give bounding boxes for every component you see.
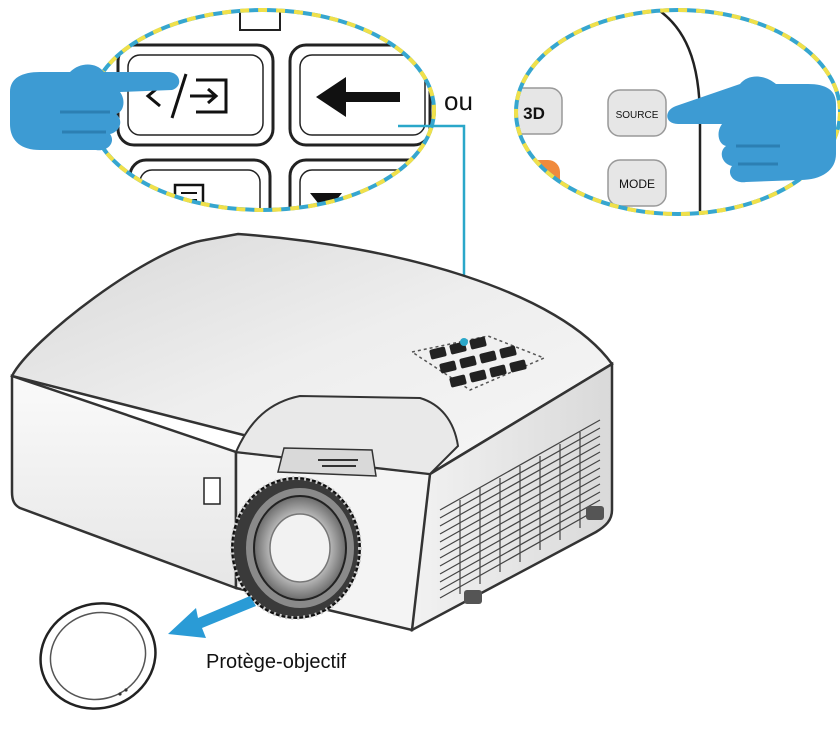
lens-cap-label: Protège-objectif bbox=[206, 651, 347, 673]
pull-direction-arrow-icon bbox=[168, 596, 256, 638]
pointing-hand-icon bbox=[10, 64, 180, 151]
lens-cap bbox=[39, 602, 157, 710]
projector-lens bbox=[230, 476, 362, 620]
3d-button-label: 3D bbox=[523, 104, 545, 123]
vent-grille bbox=[439, 419, 601, 599]
ir-sensor bbox=[203, 477, 221, 505]
3d-button: 3D bbox=[516, 87, 563, 135]
source-button-label: SOURCE bbox=[616, 110, 659, 121]
source-key bbox=[116, 43, 275, 147]
projector-keypad bbox=[410, 335, 546, 391]
pointing-hand-icon bbox=[667, 76, 836, 183]
enter-key bbox=[288, 43, 432, 147]
keypad-callout bbox=[88, 8, 436, 212]
source-button: SOURCE bbox=[607, 89, 667, 137]
or-label: ou bbox=[444, 86, 473, 116]
mode-button-label: MODE bbox=[619, 177, 655, 191]
projector bbox=[10, 232, 614, 633]
mode-button: MODE bbox=[607, 159, 667, 207]
callout-connector bbox=[398, 124, 466, 340]
focus-zoom-slot bbox=[277, 447, 377, 477]
left-arrow-icon bbox=[316, 77, 400, 117]
